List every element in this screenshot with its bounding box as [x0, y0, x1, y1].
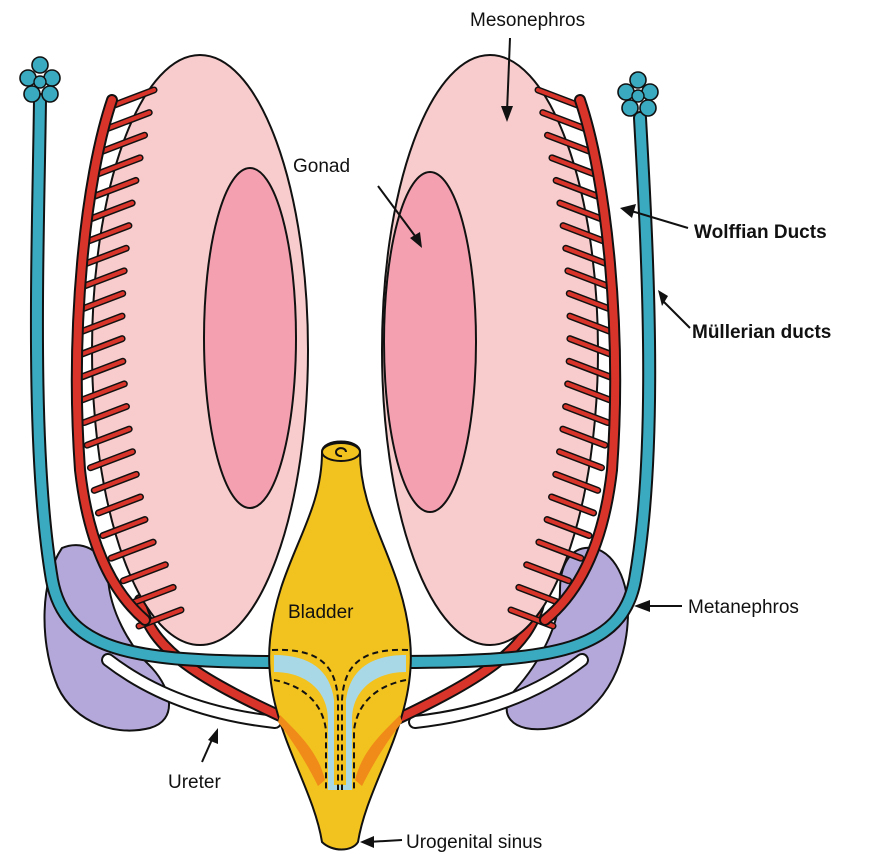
mullerian-fimbria-left [20, 57, 60, 102]
arrow-ureter [202, 728, 218, 762]
mullerian-fimbria-right [618, 72, 658, 116]
label-wolffian-ducts: Wolffian Ducts [694, 222, 827, 243]
gonad-right [384, 172, 476, 512]
gonad-left [204, 168, 296, 508]
label-metanephros: Metanephros [688, 597, 799, 618]
bladder-opening [322, 443, 360, 461]
arrow-urogenital-sinus [360, 836, 402, 848]
label-mullerian-ducts: Müllerian ducts [692, 322, 831, 343]
arrow-mullerian [658, 290, 690, 328]
label-mesonephros: Mesonephros [470, 10, 585, 31]
label-gonad: Gonad [293, 156, 350, 177]
label-bladder: Bladder [288, 602, 354, 623]
arrow-wolffian [620, 204, 688, 228]
label-urogenital-sinus: Urogenital sinus [406, 832, 542, 853]
label-ureter: Ureter [168, 772, 221, 793]
gonad-right-body [384, 172, 476, 512]
gonad-left-body [204, 168, 296, 508]
arrow-metanephros [634, 600, 682, 612]
